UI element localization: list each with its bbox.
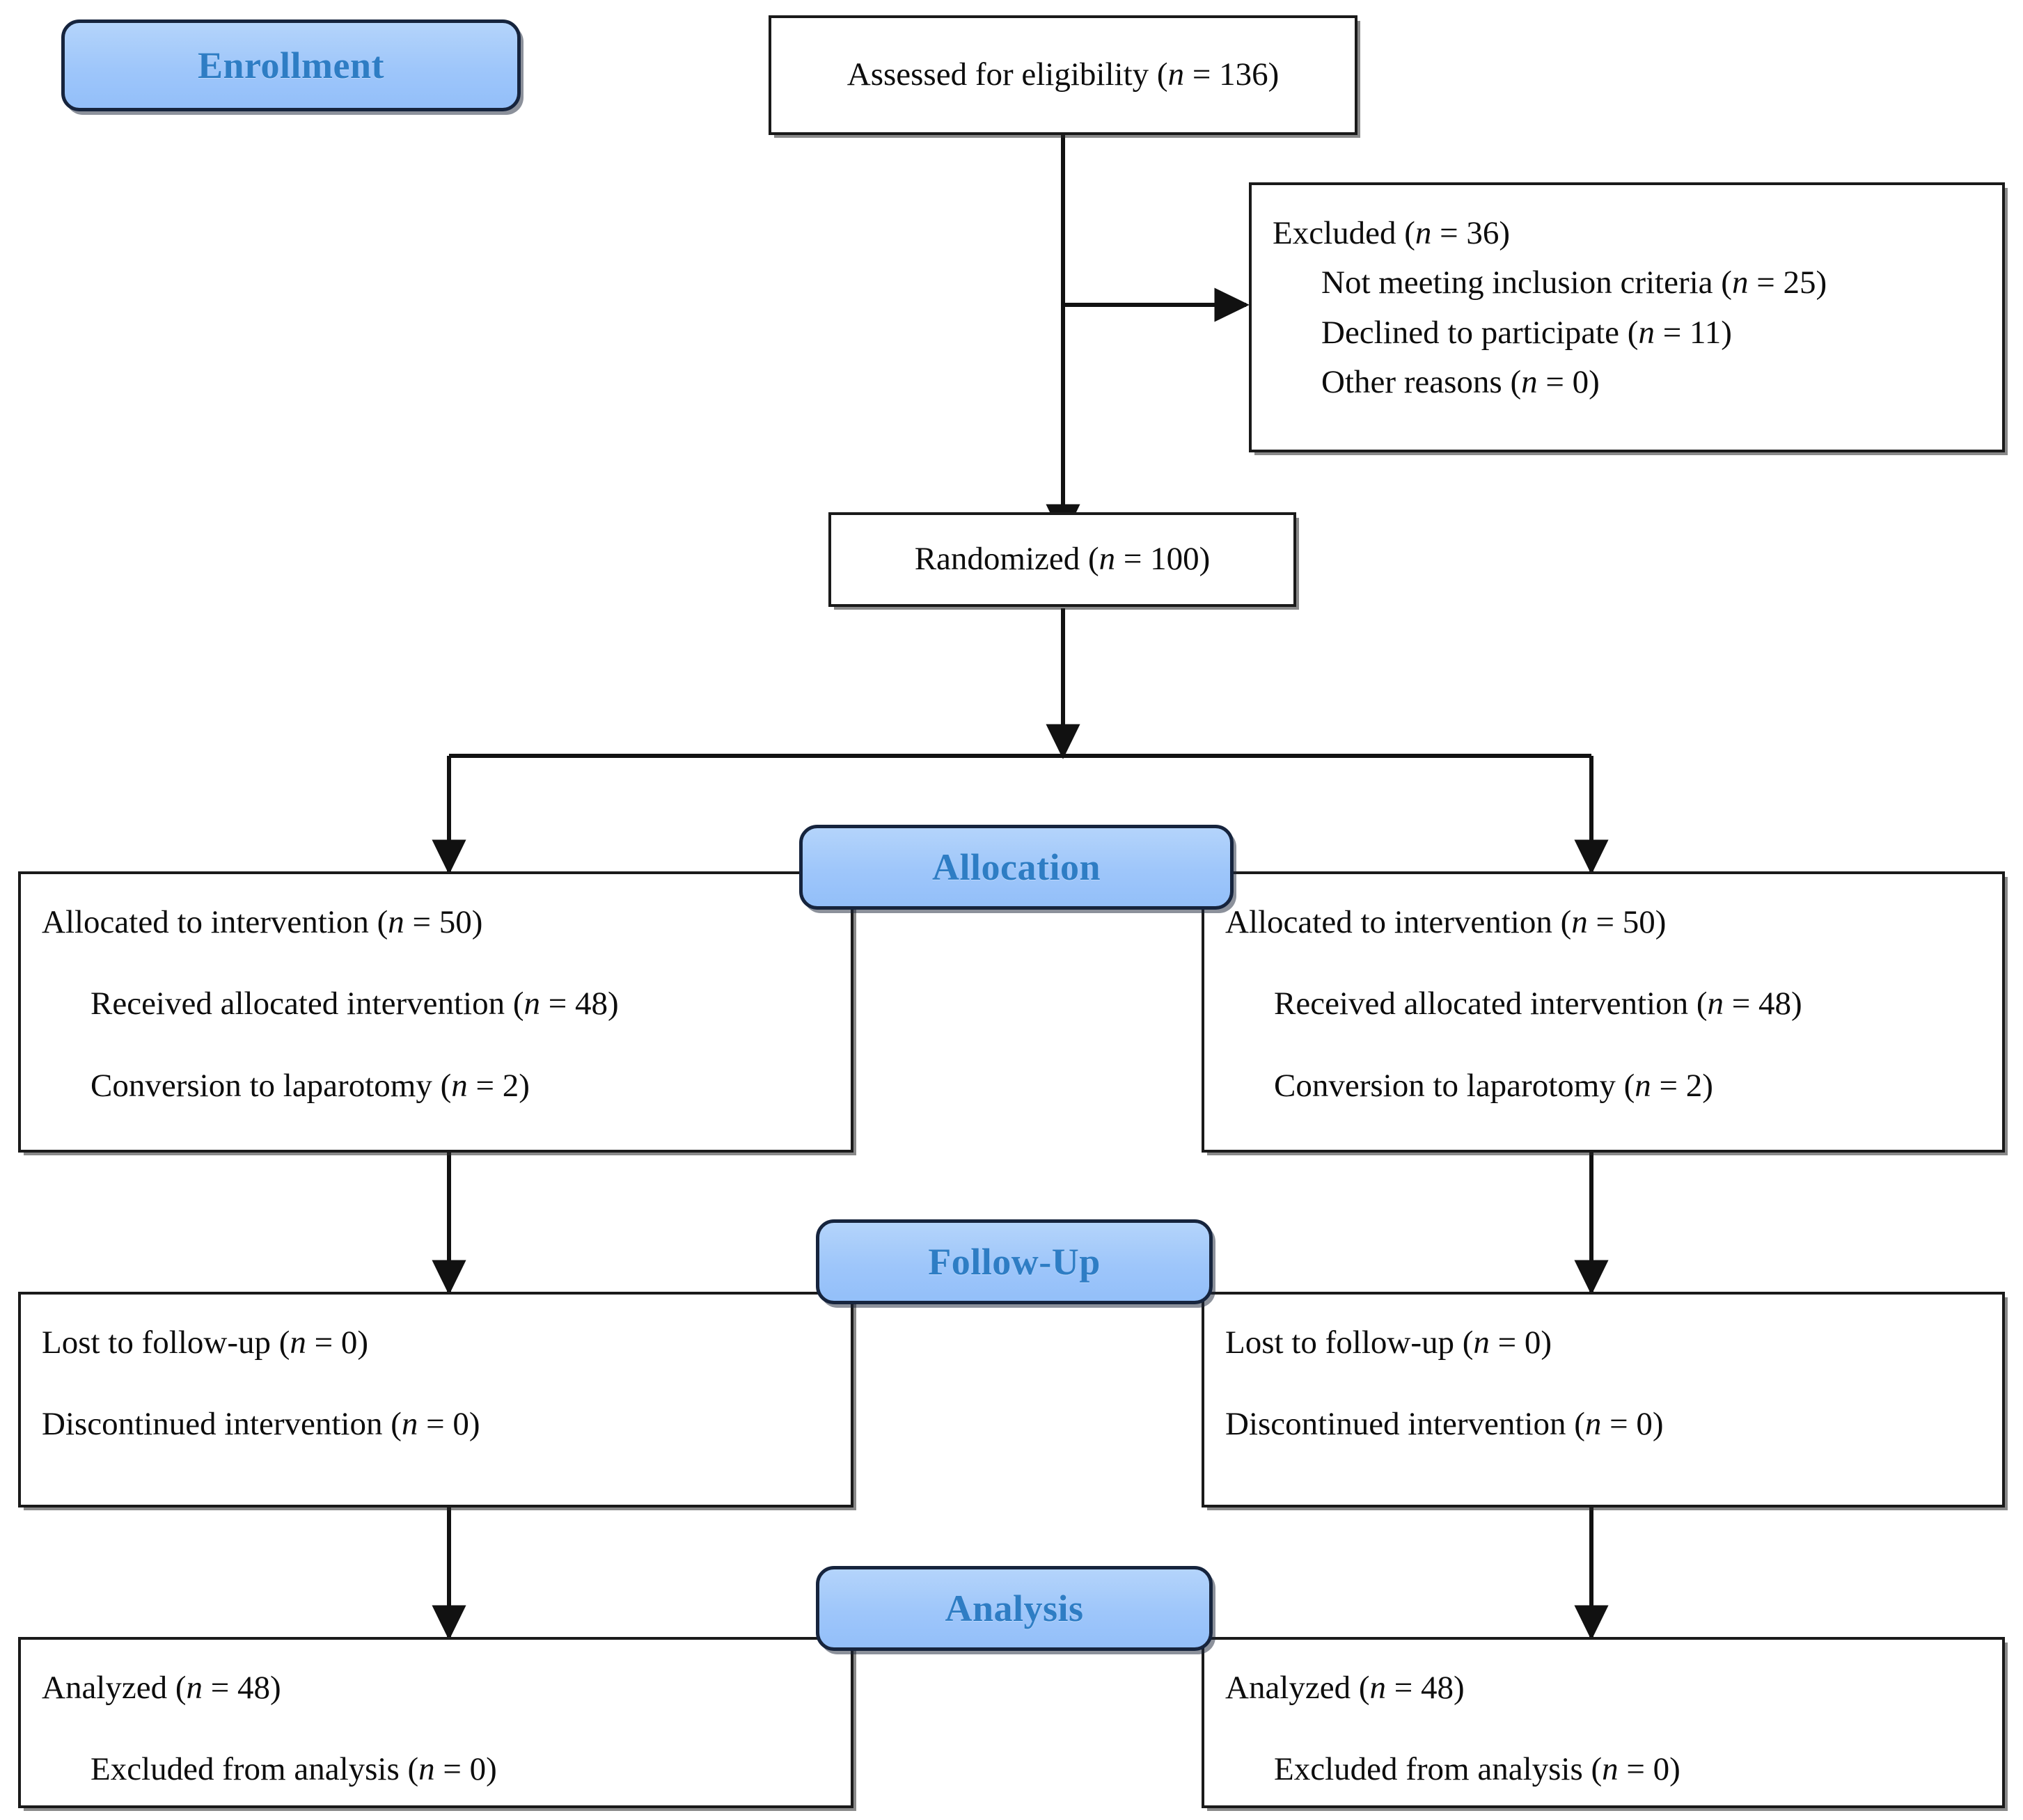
- n-symbol: n: [1635, 1067, 1651, 1104]
- box-right-followup: Lost to follow-up (n = 0) Discontinued i…: [1202, 1292, 2005, 1508]
- n-symbol: n: [1369, 1670, 1386, 1706]
- left-analysis-label: Analyzed (: [42, 1670, 187, 1706]
- randomized-label: Randomized (: [914, 541, 1099, 578]
- left-followup-value: = 0): [418, 1406, 480, 1443]
- left-allocation-label: Received allocated intervention (: [90, 986, 524, 1022]
- n-symbol: n: [186, 1670, 203, 1706]
- excluded-reason-label: Declined to participate (: [1321, 314, 1639, 351]
- left-allocation-line: Conversion to laparotomy (n = 2): [42, 1061, 830, 1111]
- left-allocation-value: = 2): [467, 1067, 530, 1104]
- left-analysis-value: = 48): [202, 1670, 281, 1706]
- right-analysis-label: Analyzed (: [1225, 1670, 1370, 1706]
- right-analysis-line: Excluded from analysis (n = 0): [1225, 1745, 1981, 1794]
- right-allocation-label: Received allocated intervention (: [1274, 986, 1708, 1022]
- n-symbol: n: [1571, 904, 1588, 940]
- right-allocation-line: Conversion to laparotomy (n = 2): [1225, 1061, 1981, 1111]
- box-left-allocation: Allocated to intervention (n = 50) Recei…: [18, 871, 853, 1153]
- assessed-for-eligibility-line: Assessed for eligibility (n = 136): [847, 50, 1279, 100]
- excluded-heading: Excluded (n = 36): [1273, 209, 1981, 258]
- left-analysis-value: = 0): [434, 1751, 497, 1788]
- box-left-followup: Lost to follow-up (n = 0) Discontinued i…: [18, 1292, 853, 1508]
- right-followup-line: Discontinued intervention (n = 0): [1225, 1400, 1981, 1449]
- left-followup-line: Discontinued intervention (n = 0): [42, 1400, 830, 1449]
- left-allocation-line: Received allocated intervention (n = 48): [42, 979, 830, 1029]
- n-symbol: n: [451, 1067, 468, 1104]
- left-allocation-line: Allocated to intervention (n = 50): [42, 898, 830, 947]
- right-allocation-value: = 2): [1651, 1067, 1713, 1104]
- n-symbol: n: [290, 1324, 306, 1361]
- stage-label-followup-text: Follow-Up: [928, 1241, 1101, 1283]
- right-followup-label: Lost to follow-up (: [1225, 1324, 1474, 1361]
- stage-label-allocation-text: Allocation: [932, 846, 1101, 888]
- n-symbol: n: [1707, 986, 1724, 1022]
- n-symbol: n: [1099, 541, 1116, 578]
- excluded-reason-label: Other reasons (: [1321, 364, 1522, 401]
- n-symbol: n: [1521, 364, 1538, 401]
- box-assessed-for-eligibility: Assessed for eligibility (n = 136): [769, 15, 1357, 135]
- right-analysis-line: Analyzed (n = 48): [1225, 1663, 1981, 1713]
- stage-label-followup: Follow-Up: [816, 1219, 1213, 1304]
- n-symbol: n: [1584, 1406, 1602, 1443]
- right-followup-label: Discontinued intervention (: [1225, 1406, 1585, 1443]
- right-followup-line: Lost to follow-up (n = 0): [1225, 1318, 1981, 1368]
- n-symbol: n: [388, 904, 404, 940]
- stage-label-analysis: Analysis: [816, 1566, 1213, 1651]
- assessed-label: Assessed for eligibility (: [847, 56, 1168, 93]
- n-symbol: n: [1473, 1324, 1490, 1361]
- right-followup-value: = 0): [1489, 1324, 1552, 1361]
- excluded-heading-label: Excluded (: [1273, 215, 1415, 251]
- stage-label-allocation: Allocation: [799, 825, 1234, 910]
- excluded-heading-value: = 36): [1431, 215, 1511, 251]
- left-analysis-line: Excluded from analysis (n = 0): [42, 1745, 830, 1794]
- box-right-analysis: Analyzed (n = 48) Excluded from analysis…: [1202, 1637, 2005, 1808]
- randomized-value: = 100): [1115, 541, 1211, 578]
- n-symbol: n: [418, 1751, 435, 1788]
- left-followup-label: Discontinued intervention (: [42, 1406, 402, 1443]
- right-allocation-label: Conversion to laparotomy (: [1274, 1067, 1635, 1104]
- right-allocation-value: = 50): [1587, 904, 1667, 940]
- right-analysis-value: = 0): [1618, 1751, 1680, 1788]
- n-symbol: n: [1415, 215, 1432, 251]
- right-analysis-label: Excluded from analysis (: [1274, 1751, 1603, 1788]
- right-analysis-value: = 48): [1385, 1670, 1465, 1706]
- excluded-reason-label: Not meeting inclusion criteria (: [1321, 264, 1732, 301]
- right-followup-value: = 0): [1601, 1406, 1664, 1443]
- n-symbol: n: [1167, 56, 1185, 93]
- excluded-reason-value: = 0): [1537, 364, 1600, 401]
- randomized-line: Randomized (n = 100): [915, 535, 1211, 584]
- right-allocation-line: Allocated to intervention (n = 50): [1225, 898, 1981, 947]
- n-symbol: n: [1638, 314, 1655, 351]
- left-allocation-value: = 48): [540, 986, 619, 1022]
- box-left-analysis: Analyzed (n = 48) Excluded from analysis…: [18, 1637, 853, 1808]
- left-allocation-label: Conversion to laparotomy (: [90, 1067, 452, 1104]
- box-excluded: Excluded (n = 36) Not meeting inclusion …: [1249, 182, 2005, 452]
- right-allocation-value: = 48): [1723, 986, 1802, 1022]
- box-randomized: Randomized (n = 100): [828, 512, 1296, 607]
- n-symbol: n: [524, 986, 540, 1022]
- left-followup-line: Lost to follow-up (n = 0): [42, 1318, 830, 1368]
- left-allocation-value: = 50): [404, 904, 483, 940]
- left-analysis-line: Analyzed (n = 48): [42, 1663, 830, 1713]
- left-allocation-label: Allocated to intervention (: [42, 904, 388, 940]
- excluded-reason: Not meeting inclusion criteria (n = 25): [1273, 258, 1981, 308]
- n-symbol: n: [1731, 264, 1749, 301]
- n-symbol: n: [1602, 1751, 1619, 1788]
- box-right-allocation: Allocated to intervention (n = 50) Recei…: [1202, 871, 2005, 1153]
- left-analysis-label: Excluded from analysis (: [90, 1751, 419, 1788]
- left-followup-label: Lost to follow-up (: [42, 1324, 290, 1361]
- excluded-reason-value: = 11): [1654, 314, 1732, 351]
- excluded-reason: Other reasons (n = 0): [1273, 358, 1981, 407]
- excluded-reason-value: = 25): [1748, 264, 1827, 301]
- right-allocation-label: Allocated to intervention (: [1225, 904, 1572, 940]
- stage-label-enrollment: Enrollment: [61, 19, 521, 111]
- left-followup-value: = 0): [306, 1324, 369, 1361]
- n-symbol: n: [401, 1406, 418, 1443]
- right-allocation-line: Received allocated intervention (n = 48): [1225, 979, 1981, 1029]
- stage-label-analysis-text: Analysis: [945, 1588, 1084, 1629]
- stage-label-enrollment-text: Enrollment: [197, 45, 384, 86]
- assessed-value: = 136): [1184, 56, 1280, 93]
- excluded-reason: Declined to participate (n = 11): [1273, 308, 1981, 358]
